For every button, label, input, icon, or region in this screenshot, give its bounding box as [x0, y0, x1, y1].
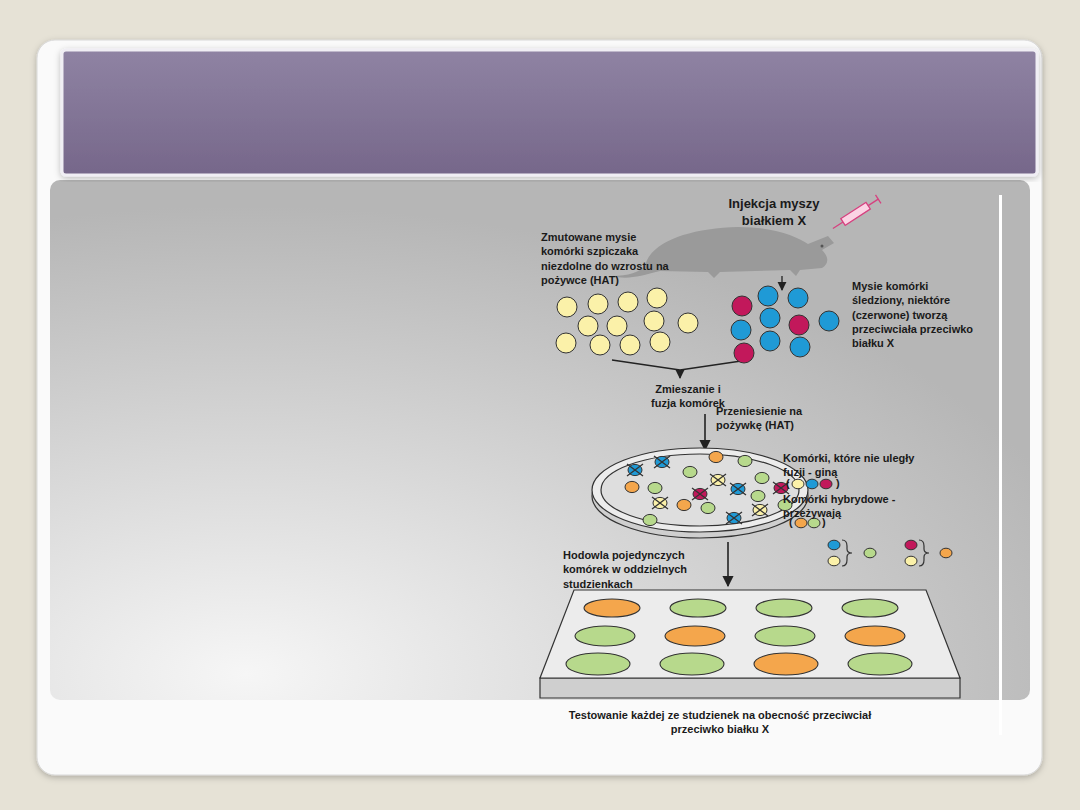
cell — [710, 474, 726, 486]
content-area — [50, 180, 1030, 700]
cell — [828, 556, 840, 566]
cell — [905, 540, 917, 550]
cell — [819, 311, 839, 331]
bracket: ) — [822, 515, 826, 529]
bracket: ) — [836, 476, 840, 490]
cell — [644, 311, 664, 331]
well — [848, 653, 912, 675]
well — [754, 653, 818, 675]
result-label: Komórki hybrydowe - przeżywają — [783, 492, 915, 521]
cell — [709, 451, 723, 462]
cell — [732, 296, 752, 316]
cell — [730, 483, 746, 495]
well — [755, 626, 815, 646]
cell — [588, 294, 608, 314]
cell — [760, 308, 780, 328]
cell — [734, 343, 754, 363]
transfer-arrow — [704, 414, 706, 450]
merge-arrow — [612, 360, 748, 378]
well — [670, 599, 726, 617]
cell — [758, 286, 778, 306]
cell — [607, 316, 627, 336]
cell — [828, 540, 840, 550]
injection-arrow — [781, 276, 782, 290]
cell — [643, 514, 657, 525]
cloning-arrow — [727, 542, 729, 586]
cell — [590, 335, 610, 355]
cell — [556, 333, 576, 353]
cell — [618, 292, 638, 312]
result-label: Komórki, które nie uległy fuzji - giną — [783, 451, 915, 480]
well — [845, 626, 905, 646]
divider-line — [999, 195, 1002, 735]
well — [842, 599, 898, 617]
cell — [760, 331, 780, 351]
cell — [726, 512, 742, 524]
cell — [792, 479, 804, 489]
slide-panel — [37, 40, 1042, 775]
cell — [625, 481, 639, 492]
step-label: Przeniesienie na pożywkę (HAT) — [716, 404, 836, 433]
cell — [683, 466, 697, 477]
cell — [940, 548, 952, 558]
cell — [738, 455, 752, 466]
cell — [751, 490, 765, 501]
cell — [701, 502, 715, 513]
cell — [647, 288, 667, 308]
cell — [627, 464, 643, 476]
syringe — [830, 195, 881, 233]
well — [575, 626, 635, 646]
cell — [652, 497, 668, 509]
cell — [755, 472, 769, 483]
cell-label: Zmutowane mysie komórki szpiczaka niezdo… — [541, 230, 673, 287]
cell — [654, 456, 670, 468]
cell — [820, 479, 832, 489]
cell — [789, 315, 809, 335]
cell — [650, 332, 670, 352]
cell — [795, 518, 807, 528]
cell — [731, 320, 751, 340]
brace — [842, 540, 852, 566]
cell — [678, 313, 698, 333]
cell — [752, 504, 768, 516]
bracket: ( — [789, 515, 793, 529]
step-label: Hodowla pojedynczych komórek w oddzielny… — [563, 548, 695, 591]
well-plate — [540, 590, 960, 698]
cell — [692, 488, 708, 500]
bracket: ( — [786, 476, 790, 490]
header-bar — [62, 50, 1037, 175]
petri-dish — [592, 448, 808, 538]
cell — [557, 297, 577, 317]
brace — [919, 540, 929, 566]
well — [584, 599, 640, 617]
cell — [905, 556, 917, 566]
well — [566, 653, 630, 675]
cell — [677, 499, 691, 510]
cell — [578, 316, 598, 336]
well — [660, 653, 724, 675]
step-label: Injekcja myszy białkiem X — [718, 196, 830, 230]
well — [756, 599, 812, 617]
cell — [864, 548, 876, 558]
cell — [648, 482, 662, 493]
cell — [806, 479, 818, 489]
well — [665, 626, 725, 646]
cell — [620, 335, 640, 355]
cell — [788, 288, 808, 308]
step-label: Testowanie każdej ze studzienek na obecn… — [560, 708, 880, 737]
cell — [808, 518, 820, 528]
cell-label: Mysie komórki śledziony, niektóre (czerw… — [852, 279, 982, 350]
cell — [790, 337, 810, 357]
